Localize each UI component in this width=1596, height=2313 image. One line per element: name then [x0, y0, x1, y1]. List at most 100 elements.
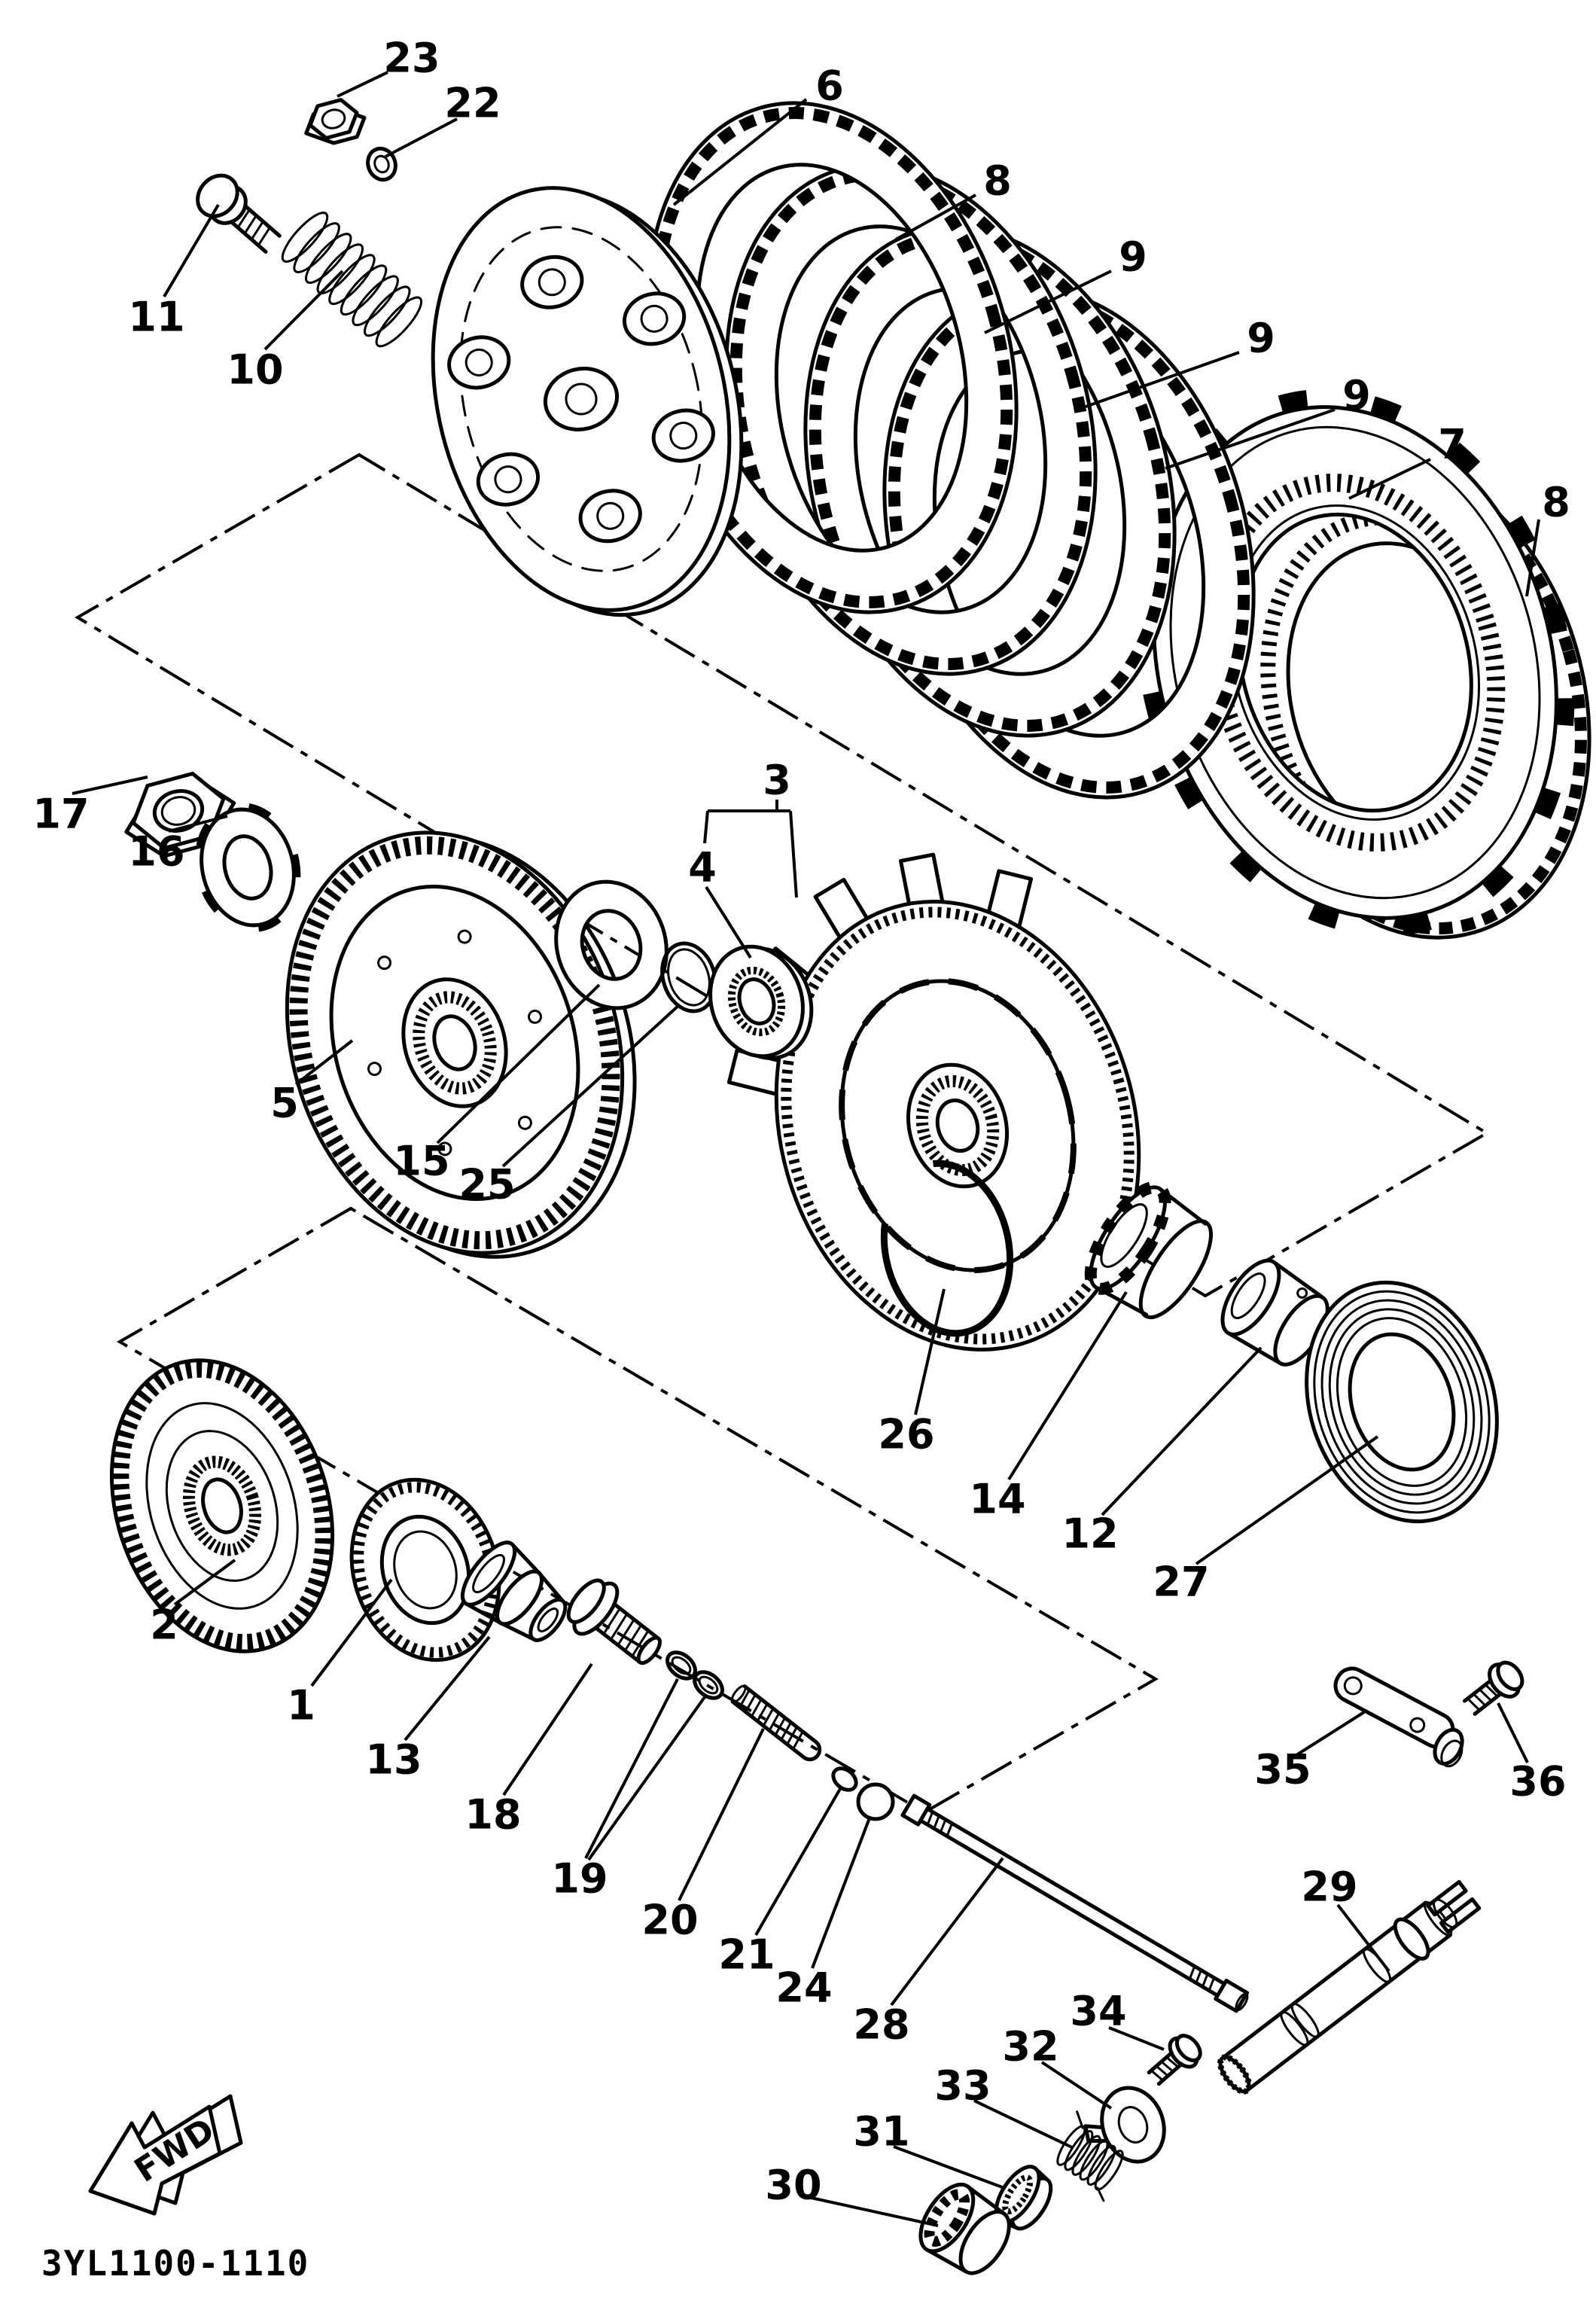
pressure-plate-6: [431, 186, 744, 617]
callout-2: 2: [150, 1559, 236, 1649]
leader-line: [1195, 1435, 1379, 1565]
lock-washer-16: [194, 803, 301, 932]
callout-number: 35: [1254, 1746, 1311, 1793]
screw-36: [1463, 1660, 1524, 1716]
tab-washer-32: [1083, 2086, 1166, 2164]
callout-15: 15: [393, 983, 601, 1185]
leader-line: [294, 1039, 354, 1086]
callout-number: 31: [853, 2108, 909, 2156]
callout-number: 8: [983, 157, 1012, 205]
o-ring-19a: [666, 1650, 697, 1681]
callout-19: 19: [551, 1678, 706, 1903]
part-code: 3YL1100-1110: [41, 2243, 309, 2284]
callout-number: 5: [270, 1080, 299, 1127]
leader-line: [1101, 1346, 1262, 1516]
callout-number: 27: [1153, 1559, 1209, 1606]
callout-8: 8: [1525, 479, 1570, 597]
callout-35: 35: [1254, 1711, 1366, 1793]
leader-line: [1074, 351, 1240, 412]
leader-line: [1525, 519, 1540, 597]
callout-9: 9: [1074, 315, 1275, 412]
leader-line: [337, 71, 388, 98]
leader-line: [587, 1696, 706, 1861]
callout-9: 9: [1165, 372, 1371, 470]
callout-number: 23: [383, 35, 440, 82]
leader-line: [1007, 1291, 1128, 1481]
leader-line: [173, 1559, 236, 1606]
leader-line: [754, 1787, 842, 1936]
thrust-washer-15: [554, 879, 669, 1010]
one-way-ring-1: [349, 1477, 501, 1662]
callout-number: 9: [1119, 233, 1147, 281]
leader-line: [705, 885, 752, 959]
callout-number: 8: [1542, 479, 1570, 526]
callout-number: 7: [1438, 421, 1467, 468]
callout-number: 34: [1070, 1988, 1126, 2035]
callout-10: 10: [227, 270, 344, 394]
collar-13: [460, 1540, 568, 1642]
o-ring-21: [831, 1766, 858, 1792]
callout-number: 2: [150, 1601, 178, 1649]
leader-line: [163, 203, 220, 298]
callout-7: 7: [1348, 421, 1467, 500]
leader-line: [807, 2196, 939, 2227]
callout-21: 21: [718, 1787, 842, 1979]
callout-8: 8: [895, 157, 1012, 241]
callout-23: 23: [337, 35, 440, 98]
spring-bolt-11: [196, 173, 282, 254]
oil-seal-27: [1305, 1280, 1499, 1524]
bearing-30: [918, 2182, 1011, 2275]
callout-14: 14: [969, 1291, 1128, 1523]
callout-30: 30: [765, 2162, 939, 2227]
leader-line: [501, 1003, 681, 1168]
leader-line: [1165, 408, 1336, 470]
callout-number: 24: [775, 1964, 832, 2012]
spring-33: [1056, 2110, 1124, 2202]
callout-24: 24: [775, 1815, 872, 2012]
leader-line: [436, 983, 601, 1144]
leader-line: [263, 270, 344, 351]
screw-34: [1147, 2034, 1202, 2086]
callout-22: 22: [385, 80, 501, 158]
leader-line: [404, 1635, 491, 1742]
leader-line: [678, 1728, 765, 1901]
callout-13: 13: [365, 1635, 491, 1784]
callout-number: 33: [934, 2062, 991, 2110]
callout-number: 11: [128, 294, 184, 341]
spring-nut-23: [304, 98, 367, 145]
boss-holes: [367, 929, 543, 1156]
callout-number: 26: [878, 1411, 934, 1458]
leader-line: [890, 1857, 1004, 2007]
o-ring-19b: [693, 1670, 724, 1700]
leader-line: [893, 2145, 1005, 2190]
phantom-box-lower: [117, 1206, 1159, 1815]
callout-17: 17: [32, 776, 148, 838]
callout-11: 11: [128, 203, 220, 341]
callout-number: 17: [32, 791, 89, 838]
leader-line: [1497, 1702, 1529, 1763]
callout-26: 26: [878, 1288, 946, 1458]
callout-number: 21: [718, 1931, 775, 1979]
callout-18: 18: [464, 1662, 593, 1839]
callout-20: 20: [641, 1728, 765, 1944]
callout-number: 28: [853, 2001, 909, 2049]
callout-number: 13: [365, 1736, 422, 1784]
callout-number: 25: [458, 1161, 515, 1208]
bearing-washer-4: [708, 944, 814, 1060]
leader-line: [984, 270, 1112, 334]
callout-9: 9: [984, 233, 1147, 334]
leader-line: [1040, 2061, 1113, 2110]
callout-28: 28: [853, 1857, 1004, 2049]
leader-line: [584, 1678, 679, 1859]
leader-line: [703, 810, 709, 844]
callout-number: 15: [393, 1138, 449, 1185]
callout-number: 18: [464, 1791, 521, 1839]
needle-bearing-14: [1084, 1181, 1214, 1320]
callout-number: 30: [765, 2162, 821, 2209]
leader-line: [385, 117, 458, 158]
leader-line: [811, 1815, 872, 1969]
callout-number: 19: [551, 1855, 608, 1903]
callout-number: 29: [1301, 1864, 1357, 1911]
